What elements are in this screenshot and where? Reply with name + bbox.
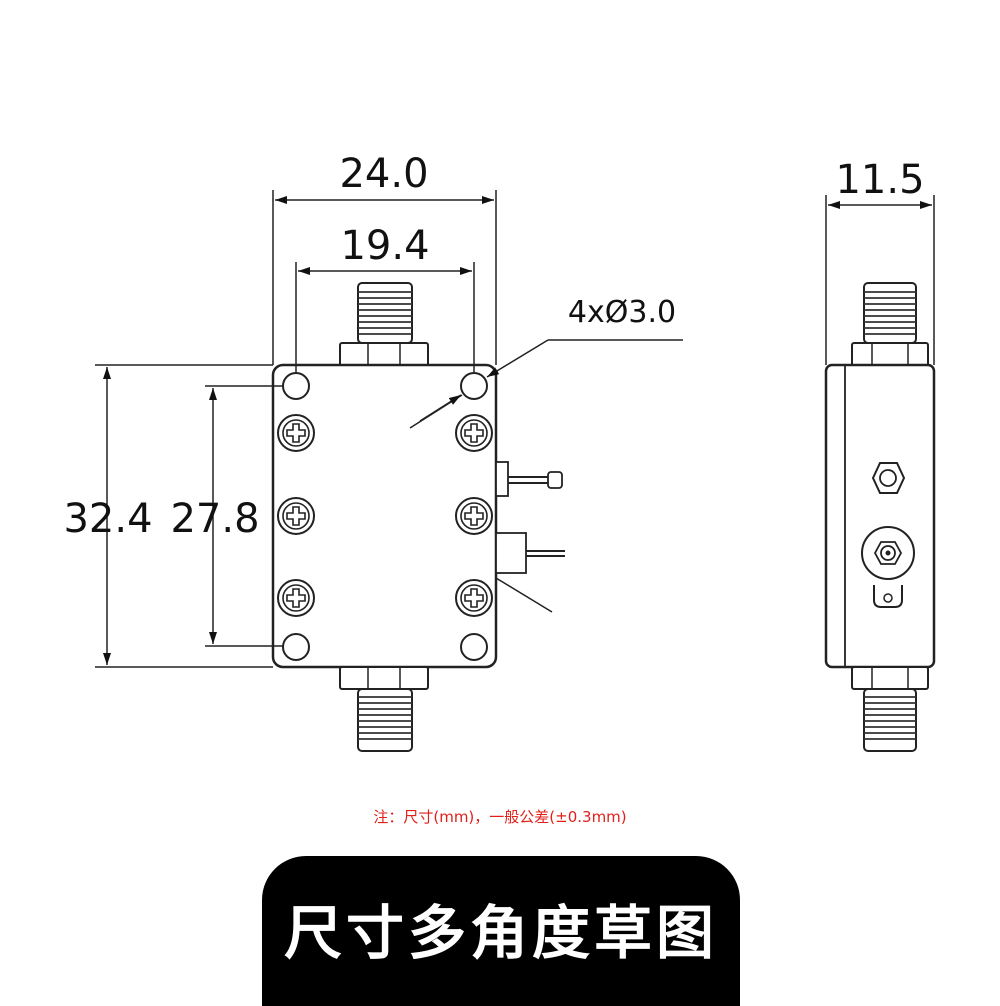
- footer-banner: 尺寸多角度草图: [262, 856, 740, 1006]
- mounting-hole: [460, 372, 488, 400]
- side-top-connector: [851, 282, 929, 369]
- screw-icon: [455, 414, 493, 452]
- side-pins: [495, 461, 565, 613]
- side-view: 11.5: [824, 157, 936, 752]
- dim-width-holes: 19.4: [295, 223, 475, 372]
- dim-label-height-overall: 32.4: [63, 496, 152, 542]
- screw-icon: [277, 579, 315, 617]
- screw-icon: [277, 414, 315, 452]
- dim-width-overall: 24.0: [272, 151, 497, 365]
- footer-title: 尺寸多角度草图: [283, 899, 718, 967]
- tolerance-note: 注：尺寸(mm)，一般公差(±0.3mm): [0, 806, 1000, 827]
- dim-label-width-overall: 24.0: [339, 151, 428, 197]
- screw-icon: [455, 579, 493, 617]
- dim-label-height-holes: 27.8: [170, 496, 259, 542]
- dim-height-overall: 32.4: [63, 364, 273, 668]
- screw-icon: [277, 497, 315, 535]
- dim-label-depth: 11.5: [835, 157, 924, 203]
- bottom-connector: [339, 666, 429, 752]
- mounting-hole: [282, 633, 310, 661]
- dim-label-width-holes: 19.4: [340, 223, 429, 269]
- top-connector: [339, 282, 429, 369]
- hole-callout: 4xØ3.0: [409, 295, 683, 429]
- mounting-hole: [460, 633, 488, 661]
- tolerance-note-text: 注：尺寸(mm)，一般公差(±0.3mm): [373, 808, 627, 826]
- hole-callout-label: 4xØ3.0: [568, 295, 676, 330]
- screw-icon: [455, 497, 493, 535]
- dim-depth: 11.5: [825, 157, 935, 365]
- mounting-hole: [282, 372, 310, 400]
- side-body-outline: [824, 363, 936, 669]
- dim-height-holes: 27.8: [170, 385, 283, 647]
- dimension-drawing: 24.0 19.4 32.4 27.8 4: [63, 151, 936, 752]
- side-bottom-connector: [851, 666, 929, 752]
- side-connector: [861, 526, 915, 608]
- front-view: 24.0 19.4 32.4 27.8 4: [63, 151, 683, 752]
- side-hex-nut: [871, 462, 906, 494]
